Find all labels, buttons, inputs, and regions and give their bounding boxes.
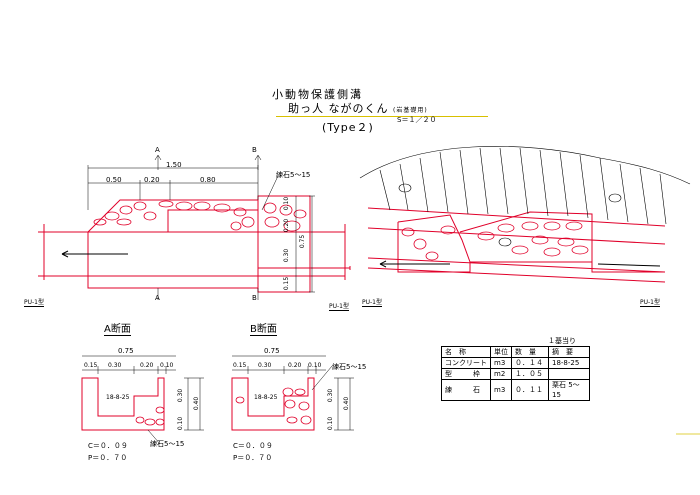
structure-end [257,195,311,293]
pu-right-label: PU-1型 [329,303,349,311]
plan-dim-3: 0.80 [200,176,216,184]
plan-stone-label: 練石5～15 [276,171,311,179]
plan-dimensions [87,154,315,300]
section-a-drawing [81,377,165,431]
section-a-dim-1: 0.15 [84,362,98,369]
section-a-height-2: 0.40 [193,396,201,411]
plan-vdim-total: 0.75 [299,234,307,249]
plan-view [38,195,351,293]
plan-dim-1: 0.50 [106,176,122,184]
section-mark-b-bottom: B [252,294,257,302]
quantity-table: 名 称 単位 数 量 摘 要 コンクリート m3 ０．１４ 18-8-25 型 … [441,346,590,401]
section-a-dim-4: 0.10 [160,362,174,369]
section-a-rebar: 18-8-25 [106,394,130,401]
section-b-rebar: 18-8-25 [254,394,278,401]
type-label: (Type２) [322,121,374,134]
plan-vdim-1: 0.10 [283,196,291,211]
drawing-title: 小動物保護側溝 [272,88,363,101]
section-b-title: B断面 [250,320,277,336]
table-header-cell: 名 称 [441,346,491,358]
table-row: 練 石 m3 ０．１１ 栗石 5～15 [441,379,590,401]
section-a-p-value: P＝０．７０ [88,454,128,462]
table-cell: １．０５ [511,368,549,380]
product-name-text: 助っ人 ながのくん [288,102,389,115]
section-b-height-2: 0.40 [343,396,351,411]
table-cell: m3 [490,357,512,369]
section-mark-a-bottom: A [155,294,160,302]
section-b-dim-1: 0.15 [233,362,247,369]
table-header-cell: 摘 要 [548,346,590,358]
plan-vdim-4: 0.15 [283,276,291,291]
table-row: コンクリート m3 ０．１４ 18-8-25 [441,357,590,369]
table-cell: m3 [490,379,512,401]
section-b-width: 0.75 [264,347,280,355]
section-b-c-value: C＝０．０９ [233,442,273,450]
table-header-row: 名 称 単位 数 量 摘 要 [441,346,590,358]
product-name-note: (岩基礎用) [393,107,428,114]
plan-vdim-3: 0.30 [283,248,291,263]
plan-total-dim: 1.50 [166,161,182,169]
section-mark-b-top: B [252,146,257,154]
section-a-c-value: C＝０．０９ [88,442,128,450]
table-cell [548,368,590,380]
pu-persp-right-label: PU-1型 [640,299,660,307]
scale-label: S＝１／２０ [397,116,437,124]
table-row: 型 枠 m2 １．０５ [441,368,590,380]
section-b-height-3: 0.10 [327,416,335,431]
section-b-p-value: P＝０．７０ [233,454,273,462]
section-a-title: A断面 [104,320,131,336]
table-cell: 栗石 5～15 [548,379,590,401]
section-a-width: 0.75 [118,347,134,355]
table-cell: 型 枠 [441,368,491,380]
section-b-dimensions [232,355,354,431]
section-a-stone-label: 練石5～15 [150,440,185,448]
pipe-left [38,224,88,280]
section-b-stone-label: 練石5～15 [332,363,367,371]
hillside [359,146,691,247]
section-b-height-1: 0.30 [327,388,335,403]
section-b-dim-4: 0.10 [308,362,322,369]
section-a-dim-3: 0.20 [140,362,154,369]
table-cell: ０．１４ [511,357,549,369]
pu-persp-left-label: PU-1型 [362,299,382,307]
pipe-right [258,224,346,280]
perspective-stones [401,221,589,261]
perspective-view [367,207,666,283]
table-cell: 18-8-25 [548,357,590,369]
quantity-table-caption: １基当り [548,337,576,345]
section-a-height-1: 0.30 [177,388,185,403]
plan-dim-2: 0.20 [144,176,160,184]
product-name: 助っ人 ながのくん (岩基礎用) [276,100,488,117]
plan-stones [93,200,307,232]
table-cell: m2 [490,368,512,380]
section-mark-a-top: A [155,146,160,154]
plan-vdim-2: 0.20 [283,218,291,233]
pu-left-label: PU-1型 [24,299,44,307]
section-a-height-3: 0.10 [177,416,185,431]
table-header-cell: 数 量 [511,346,549,358]
section-b-drawing [231,377,315,431]
table-cell: コンクリート [441,357,491,369]
structure-body [87,231,259,289]
section-b-dim-3: 0.20 [288,362,302,369]
section-b-dim-2: 0.30 [258,362,272,369]
table-header-cell: 単位 [490,346,512,358]
table-cell: ０．１１ [511,379,549,401]
section-a-dimensions [82,355,204,445]
table-cell: 練 石 [441,379,491,401]
section-a-dim-2: 0.30 [108,362,122,369]
